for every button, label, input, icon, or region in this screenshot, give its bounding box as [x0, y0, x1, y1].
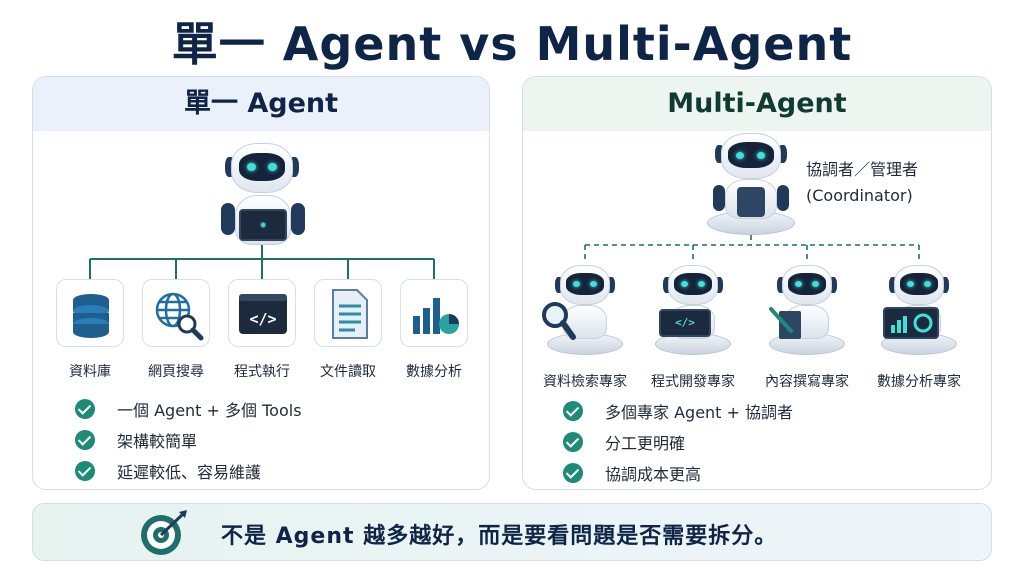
- multi-agent-heading: Multi-Agent: [523, 77, 991, 131]
- tool-database: [56, 279, 124, 347]
- footer-banner: 不是 Agent 越多越好，而是要看問題是否需要拆分。: [32, 503, 992, 561]
- document-icon: [332, 289, 368, 339]
- list-item: 架構較簡單: [75, 424, 302, 455]
- single-agent-robot: ✺: [217, 139, 309, 249]
- agent-label-dev: 程式開發專家: [651, 374, 735, 390]
- tool-analytics: [400, 279, 468, 347]
- tool-code-exec: </>: [228, 279, 296, 347]
- agent-label-writer: 內容撰寫專家: [765, 374, 849, 390]
- list-item: 延遲較低、容易維護: [75, 455, 302, 486]
- tool-label-analytics: 數據分析: [406, 364, 462, 380]
- tool-document: [314, 279, 382, 347]
- agent-label-analytics: 數據分析專家: [877, 374, 961, 390]
- check-icon: [75, 398, 95, 419]
- tool-label-code-exec: 程式執行: [234, 364, 290, 380]
- tool-label-web-search: 網頁搜尋: [148, 364, 204, 380]
- list-item: 協調成本更高: [563, 457, 793, 488]
- multi-agent-points: 多個專家 Agent + 協調者 分工更明確 協調成本更高: [563, 395, 793, 488]
- check-icon: [75, 429, 95, 450]
- single-agent-panel: 單一 Agent ✺: [32, 76, 490, 490]
- magnifier-icon: [542, 302, 576, 340]
- svg-text:</>: </>: [249, 310, 276, 328]
- agent-retrieval-robot: [542, 263, 627, 359]
- tool-connector-lines: [89, 245, 435, 279]
- laptop-code-icon: </>: [659, 309, 711, 337]
- page-title: 單一 Agent vs Multi-Agent: [171, 17, 853, 71]
- tool-label-database: 資料庫: [69, 364, 111, 380]
- database-icon: [73, 294, 109, 338]
- agent-connector-lines: [584, 235, 920, 263]
- check-icon: [563, 400, 583, 421]
- tablet-brain-icon: ✺: [239, 209, 287, 241]
- list-item: 多個專家 Agent + 協調者: [563, 395, 793, 426]
- target-arrow-icon: [141, 510, 187, 555]
- coordinator-label: 協調者／管理者 (Coordinator): [806, 160, 919, 205]
- code-terminal-icon: </>: [239, 294, 287, 334]
- agent-writer-robot: [765, 263, 849, 359]
- agent-label-retrieval: 資料檢索專家: [543, 374, 627, 390]
- check-icon: [563, 462, 583, 483]
- web-search-icon: [155, 292, 204, 341]
- multi-agent-panel: Multi-Agent 協調者／管理者 (Coordinator): [522, 76, 992, 490]
- list-item: 分工更明確: [563, 426, 793, 457]
- single-agent-heading: 單一 Agent: [33, 77, 489, 131]
- list-item: 一個 Agent + 多個 Tools: [75, 393, 302, 424]
- dashboard-icon: [883, 307, 939, 339]
- pen-tablet-icon: [769, 307, 801, 339]
- analytics-chart-icon: [413, 298, 459, 334]
- clipboard-icon: [737, 187, 765, 217]
- agent-analytics-robot: [877, 263, 961, 359]
- agent-dev-robot: </>: [651, 263, 735, 359]
- check-icon: [75, 460, 95, 481]
- single-agent-points: 一個 Agent + 多個 Tools 架構較簡單 延遲較低、容易維護: [75, 393, 302, 486]
- tool-label-document: 文件讀取: [320, 364, 376, 380]
- check-icon: [563, 431, 583, 452]
- tool-web-search: [142, 279, 210, 347]
- footer-text: 不是 Agent 越多越好，而是要看問題是否需要拆分。: [221, 524, 778, 549]
- coordinator-robot: [703, 131, 799, 239]
